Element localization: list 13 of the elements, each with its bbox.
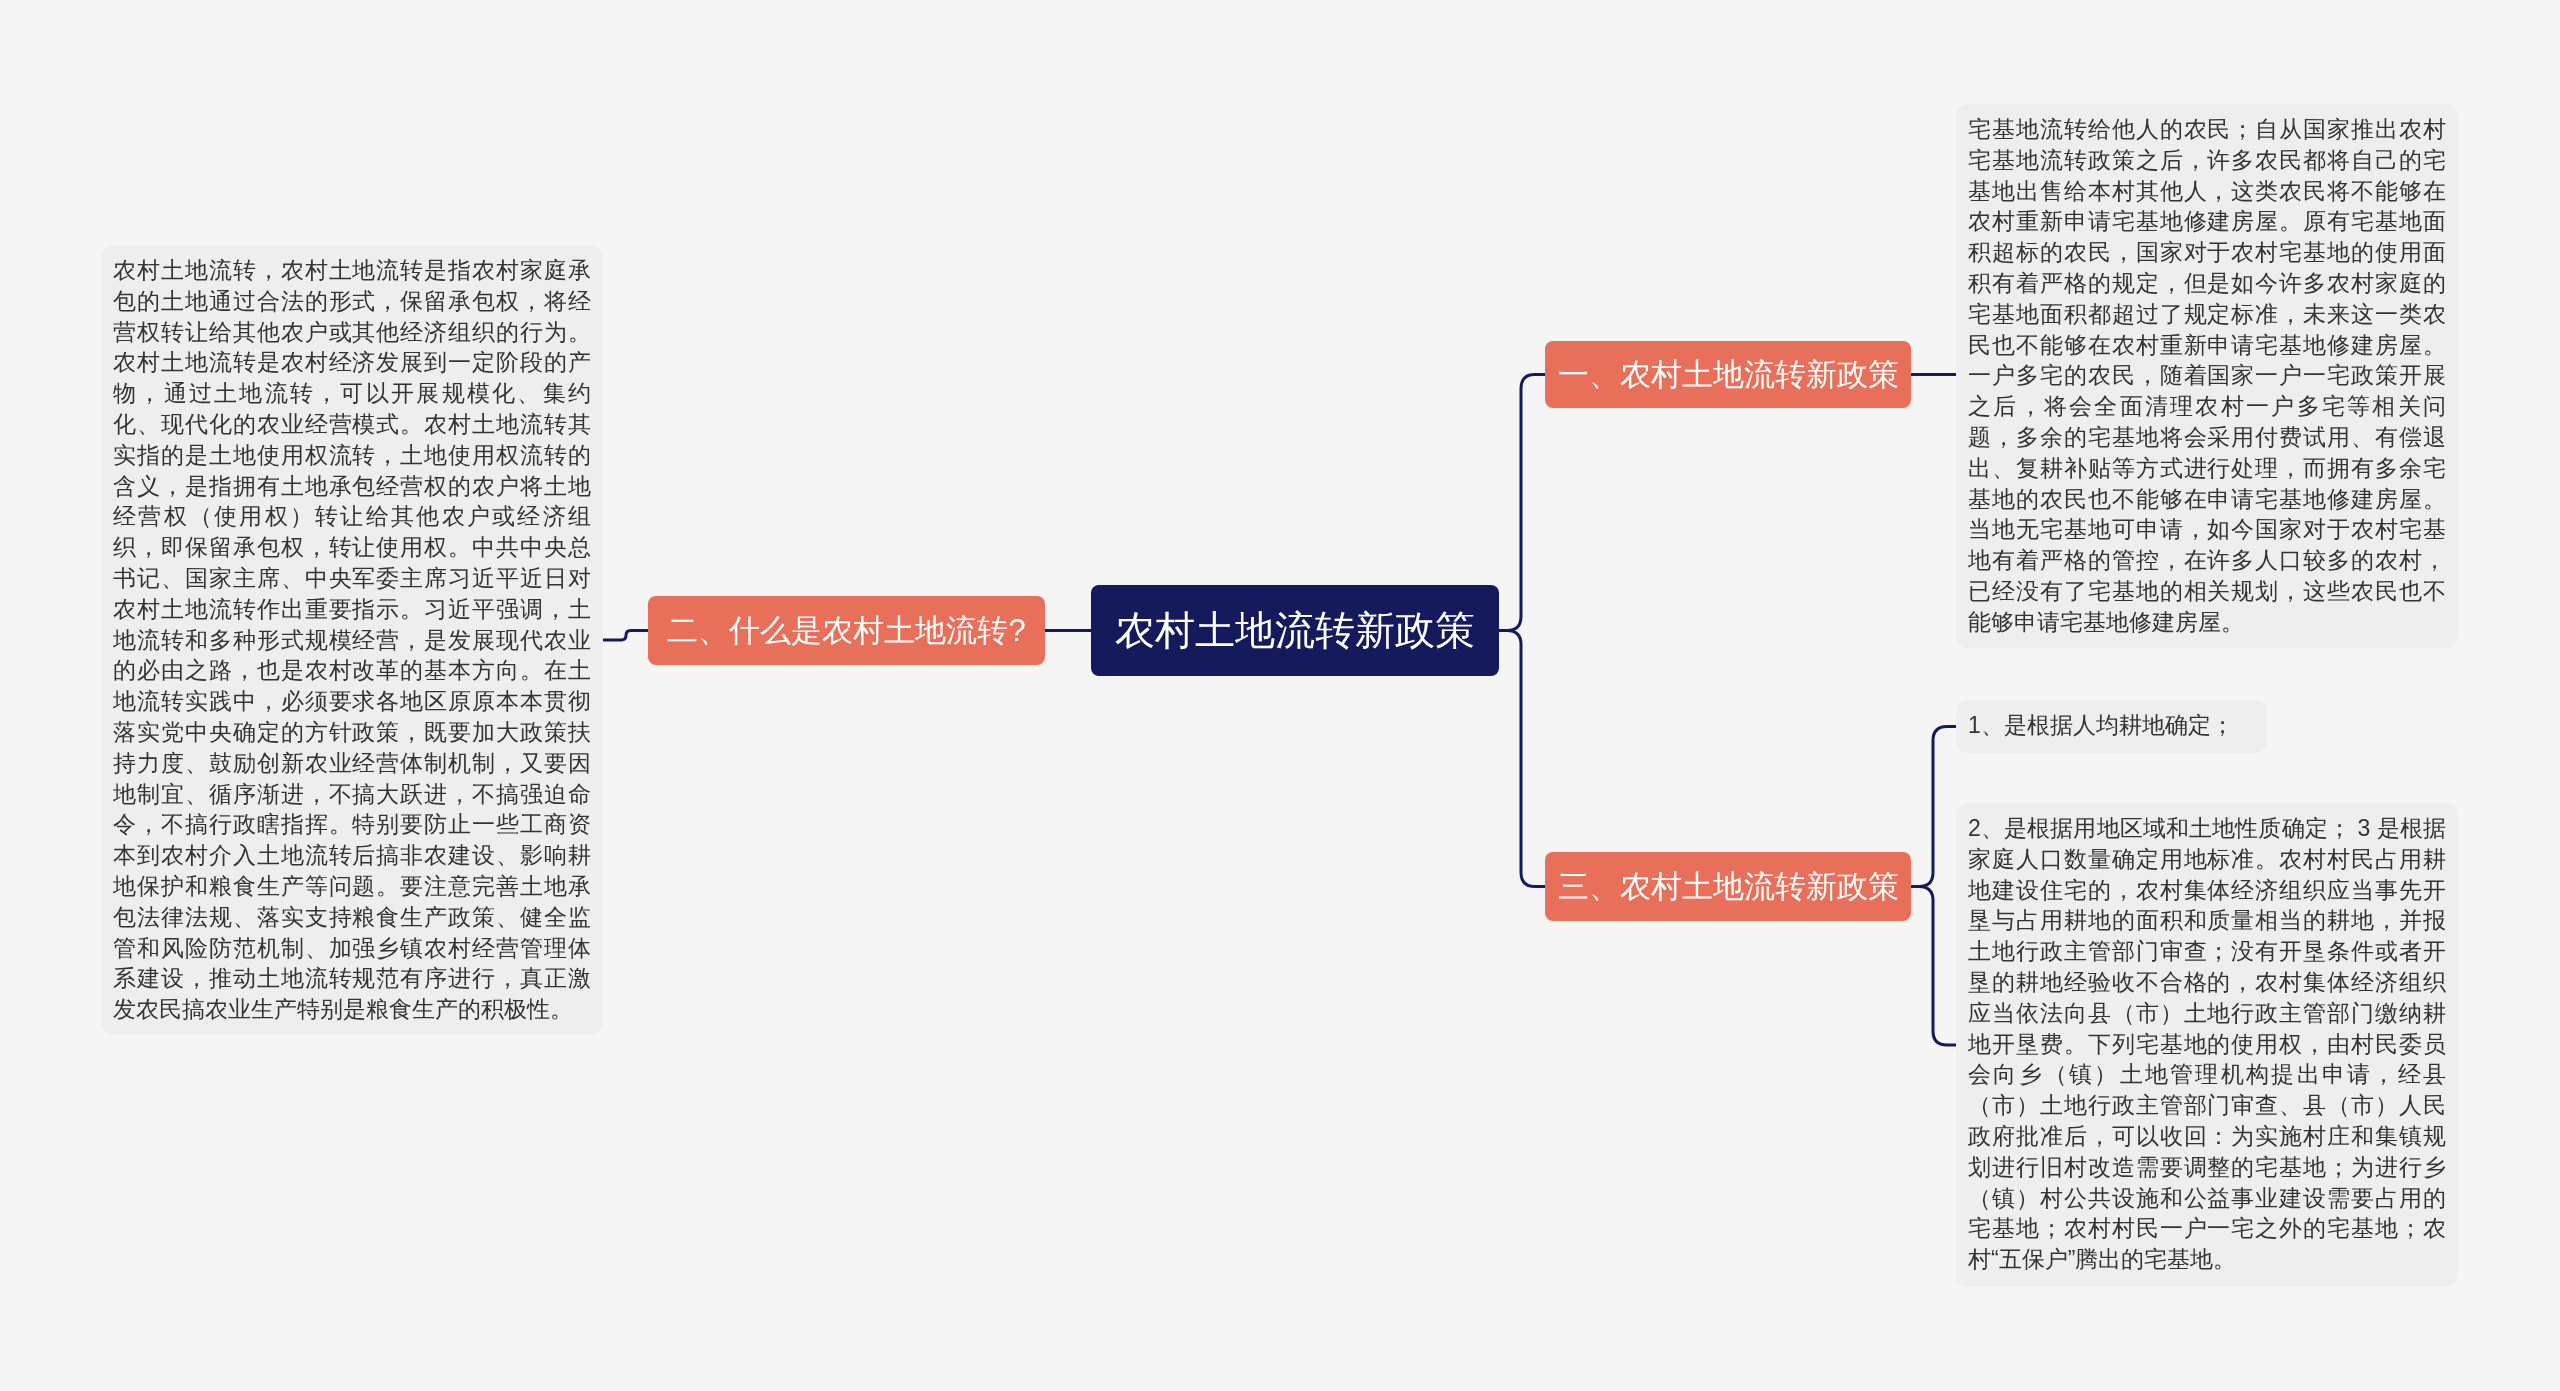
connector-line: [1911, 373, 1956, 376]
connector-line: [1499, 629, 1545, 888]
connector-line: [1911, 885, 1956, 1047]
note-card: 1、是根据人均耕地确定；: [1956, 700, 2267, 753]
note-card: 2、是根据用地区域和土地性质确定； 3 是根据家庭人口数量确定用地标准。农村村民占用耕地建设住宅的，农村集体经济组织应当事先开垦与占用耕地的面积和质量相当的耕地，并报土地行政主管部门审查；没有开垦条件或者开垦的耕地经验收不合格的，农村集体经济组织应当依法向县（市）土地行政主管部门缴纳耕地开垦费。下列宅基地的使用权，由村民委员会向乡（镇）土地管理机构提出申请，经县（市）土地行政主管部门审查、县（市）人民政府批准后，可以收回：为实施村庄和集镇规划进行旧村改造需要调整的宅基地；为进行乡（镇）村公共设施和公益事业建设需要占用的宅基地；农村村民一户一宅之外的宅基地；农村“五保户”腾出的宅基地。: [1956, 803, 2458, 1287]
connector-line: [1045, 629, 1091, 632]
branch-box: 二、什么是农村土地流转?: [648, 596, 1045, 665]
branch-box: 一、农村土地流转新政策: [1545, 341, 1911, 408]
topic-box: 农村土地流转新政策: [1091, 585, 1499, 676]
note-card: 宅基地流转给他人的农民；自从国家推出农村宅基地流转政策之后，许多农民都将自己的宅基地出售给本村其他人，这类农民将不能够在农村重新申请宅基地修建房屋。原有宅基地面积超标的农民，国家对于农村宅基地的使用面积有着严格的规定，但是如今许多农村家庭的宅基地面积都超过了规定标准，未来这一类农民也不能够在农村重新申请宅基地修建房屋。一户多宅的农民，随着国家一户一宅政策开展之后，将会全面清理农村一户多宅等相关问题，多余的宅基地将会采用付费试用、有偿退出、复耕补贴等方式进行处理，而拥有多余宅基地的农民也不能够在申请宅基地修建房屋。当地无宅基地可申请，如今国家对于农村宅基地有着严格的管控，在许多人口较多的农村，已经没有了宅基地的相关规划，这些农民也不能够申请宅基地修建房屋。: [1956, 104, 2458, 648]
connector-line: [603, 629, 648, 642]
branch-box: 三、农村土地流转新政策: [1545, 852, 1911, 921]
note-card: 农村土地流转，农村土地流转是指农村家庭承包的土地通过合法的形式，保留承包权，将经营权转让给其他农户或其他经济组织的行为。农村土地流转是农村经济发展到一定阶段的产物，通过土地流转，可以开展规模化、集约化、现代化的农业经营模式。农村土地流转其实指的是土地使用权流转，土地使用权流转的含义，是指拥有土地承包经营权的农户将土地经营权（使用权）转让给其他农户或经济组织，即保留承包权，转让使用权。中共中央总书记、国家主席、中央军委主席习近平近日对农村土地流转作出重要指示。习近平强调，土地流转和多种形式规模经营，是发展现代农业的必由之路，也是农村改革的基本方向。在土地流转实践中，必须要求各地区原原本本贯彻落实党中央确定的方针政策，既要加大政策扶持力度、鼓励创新农业经营体制机制，又要因地制宜、循序渐进，不搞大跃进，不搞强迫命令，不搞行政瞎指挥。特别要防止一些工商资本到农村介入土地流转后搞非农建设、影响耕地保护和粮食生产等问题。要注意完善土地承包法律法规、落实支持粮食生产政策、健全监管和风险防范机制、加强乡镇农村经营管理体系建设，推动土地流转规范有序进行，真正激发农民搞农业生产特别是粮食生产的积极性。: [101, 245, 603, 1035]
